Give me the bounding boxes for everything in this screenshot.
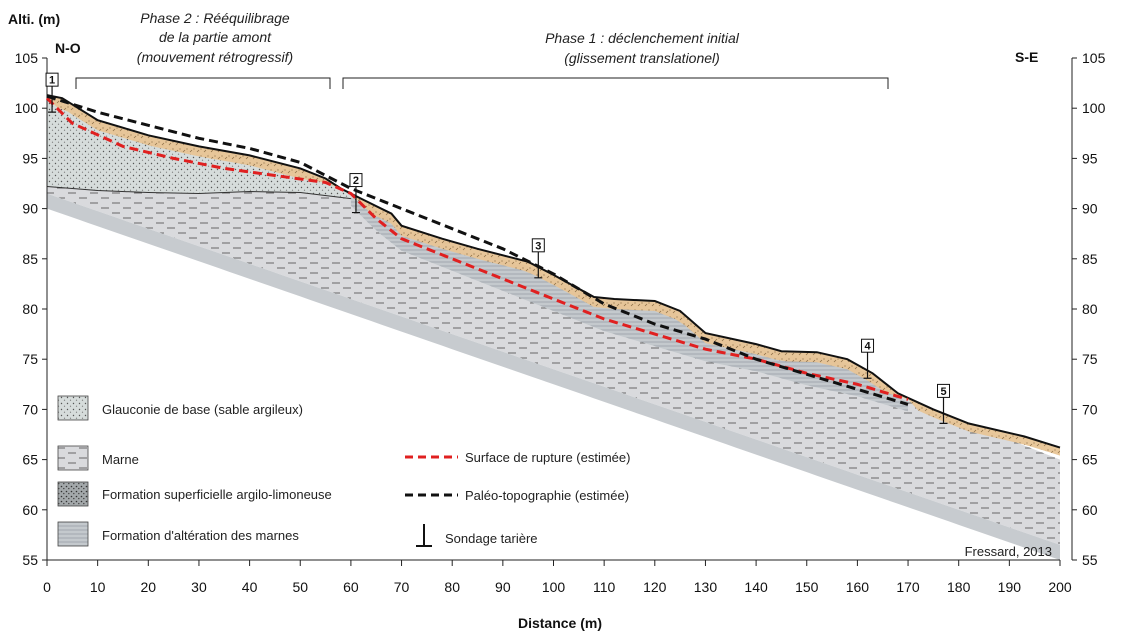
- y-tick-label: 65: [22, 452, 38, 468]
- x-tick-label: 90: [495, 579, 511, 595]
- y-tick-label: 70: [22, 401, 38, 417]
- x-ticks: 0 10 20 30 40 50 60 70 80 90 100 110 120 130 140 150 160…: [43, 560, 1072, 595]
- y-tick-label-right: 100: [1082, 100, 1106, 116]
- y-tick-label: 100: [15, 100, 39, 116]
- phase2-line2: de la partie amont: [159, 29, 272, 45]
- marl-top-line: [46, 186, 351, 200]
- borehole-symbol: [48, 86, 57, 113]
- borehole-4: 4: [861, 338, 875, 379]
- x-tick-label: 50: [292, 579, 308, 595]
- y-tick-label: 95: [22, 150, 38, 166]
- x-tick-label: 80: [444, 579, 460, 595]
- borehole-symbol: [939, 397, 948, 424]
- phase1-line2: (glissement translationel): [564, 50, 720, 66]
- phase2-bracket: [75, 77, 331, 89]
- phase2-line3: (mouvement rétrogressif): [137, 49, 293, 65]
- borehole-symbol: [351, 186, 360, 214]
- x-tick-label: 140: [744, 579, 768, 595]
- alteration-base-band: [47, 193, 1060, 560]
- legend-marne-swatch: [57, 445, 89, 471]
- y-tick-label-right: 85: [1082, 251, 1098, 267]
- phase2-line1: Phase 2 : Rééquilibrage: [140, 10, 290, 26]
- legend-rupture-label: Surface de rupture (estimée): [465, 450, 630, 465]
- y-tick-label: 105: [15, 50, 39, 66]
- x-tick-label: 10: [90, 579, 106, 595]
- x-tick-label: 150: [795, 579, 819, 595]
- y-tick-label-right: 55: [1082, 552, 1098, 568]
- legend-superficielle-label: Formation superficielle argilo-limoneuse: [102, 487, 332, 502]
- legend-sondage-symbol: [416, 524, 432, 547]
- borehole-2: 2: [349, 173, 363, 214]
- borehole-label: 4: [864, 341, 871, 353]
- x-tick-label: 160: [846, 579, 870, 595]
- y-ticks-right: 105 100 95 90 85 80 75 70 65 60 55: [1072, 50, 1106, 568]
- borehole-label: 3: [535, 240, 541, 252]
- borehole-3: 3: [531, 238, 545, 279]
- legend-glauconie-label: Glauconie de base (sable argileux): [102, 402, 303, 417]
- x-tick-label: 30: [191, 579, 207, 595]
- legend: Glauconie de base (sable argileux) Marne…: [57, 395, 630, 547]
- x-tick-label: 200: [1048, 579, 1072, 595]
- x-tick-label: 180: [947, 579, 971, 595]
- orientation-left: N-O: [55, 40, 81, 56]
- x-tick-label: 0: [43, 579, 51, 595]
- legend-glauconie-swatch: [57, 395, 89, 421]
- x-tick-label: 120: [643, 579, 667, 595]
- x-tick-label: 70: [394, 579, 410, 595]
- legend-sondage-label: Sondage tarière: [445, 531, 538, 546]
- y-tick-label-right: 70: [1082, 401, 1098, 417]
- x-axis-title: Distance (m): [518, 615, 602, 631]
- legend-paleo-label: Paléo-topographie (estimée): [465, 488, 629, 503]
- y-tick-label-right: 105: [1082, 50, 1106, 66]
- legend-marne-label: Marne: [102, 452, 139, 467]
- x-tick-label: 40: [242, 579, 258, 595]
- y-tick-label: 85: [22, 251, 38, 267]
- y-tick-label-right: 65: [1082, 452, 1098, 468]
- phase1-line1: Phase 1 : déclenchement initial: [545, 30, 740, 46]
- x-tick-label: 110: [593, 579, 616, 595]
- orientation-right: S-E: [1015, 49, 1038, 65]
- legend-superficielle-swatch: [57, 481, 89, 507]
- y-tick-label: 55: [22, 552, 38, 568]
- y-tick-label-right: 90: [1082, 201, 1098, 217]
- x-tick-label: 190: [998, 579, 1022, 595]
- borehole-label: 5: [940, 386, 946, 398]
- y-tick-label: 75: [22, 351, 38, 367]
- borehole-symbol: [534, 251, 543, 279]
- legend-alteration-label: Formation d'altération des marnes: [102, 528, 299, 543]
- borehole-1: 1: [45, 72, 59, 113]
- y-tick-label: 80: [22, 301, 38, 317]
- y-tick-label: 90: [22, 201, 38, 217]
- y-tick-label-right: 75: [1082, 351, 1098, 367]
- y-axis-title: Alti. (m): [8, 11, 60, 27]
- x-tick-label: 100: [542, 579, 566, 595]
- borehole-symbol: [863, 352, 872, 379]
- legend-alteration-swatch: [57, 521, 89, 547]
- x-tick-label: 130: [694, 579, 718, 595]
- x-tick-label: 20: [141, 579, 157, 595]
- marne-layer: [47, 186, 1060, 545]
- x-tick-label: 60: [343, 579, 359, 595]
- paleo-topography-line: [46, 94, 909, 406]
- y-tick-label-right: 80: [1082, 301, 1098, 317]
- profile-lines: [45, 94, 1061, 449]
- y-tick-label-right: 60: [1082, 502, 1098, 518]
- boreholes: 1 2 3 4 5: [45, 72, 951, 424]
- borehole-label: 2: [353, 175, 359, 187]
- rupture-surface-line: [45, 97, 909, 401]
- x-tick-label: 170: [896, 579, 920, 595]
- y-ticks-left: 105 100 95 90 85 80 75 70 65 60 55: [15, 50, 47, 568]
- credit: Fressard, 2013: [965, 544, 1052, 559]
- y-tick-label-right: 95: [1082, 150, 1098, 166]
- y-tick-label: 60: [22, 502, 38, 518]
- borehole-label: 1: [49, 75, 55, 87]
- phase1-bracket: [342, 77, 889, 89]
- borehole-5: 5: [937, 383, 951, 424]
